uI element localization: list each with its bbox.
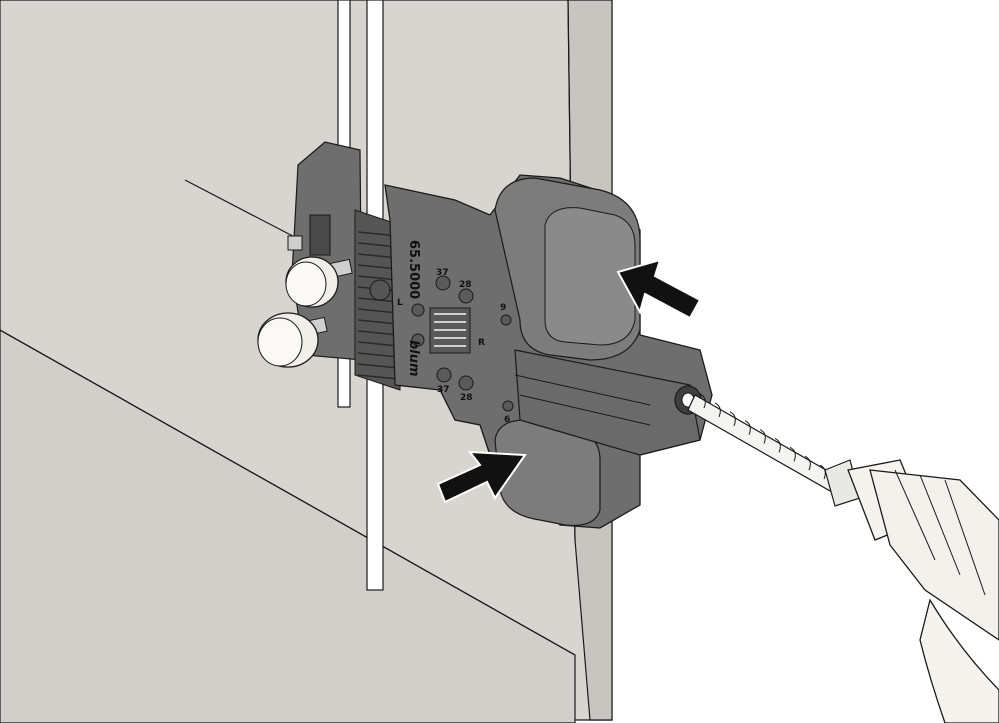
arrow-icon <box>436 450 527 504</box>
rib-line <box>357 308 399 314</box>
drill-flute <box>714 402 721 418</box>
drill-flute <box>774 437 781 453</box>
drilling-jig: 65.5000 blum 37 28 37 28 9 6 L R <box>291 141 713 529</box>
scale-number-3: 37 <box>437 385 450 395</box>
drill-flute <box>729 411 736 426</box>
arrow-icon <box>616 258 702 320</box>
thumb-screw-icon <box>285 256 353 308</box>
drill-bit-icon <box>687 393 841 493</box>
drill-flute <box>789 446 796 462</box>
thumb-screw-icon <box>257 312 328 368</box>
rib-line <box>357 341 399 347</box>
side-number-top: 9 <box>500 303 506 313</box>
drill-flute <box>699 393 706 409</box>
model-number-label: 65.5000 <box>406 240 421 299</box>
drill-flute <box>804 455 811 471</box>
edge-letter-left: L <box>397 298 403 308</box>
brand-label: blum <box>406 340 421 377</box>
rib-line <box>357 374 399 380</box>
scale-number-2: 28 <box>459 280 472 290</box>
rib-line <box>357 319 399 325</box>
set-screw <box>287 235 303 251</box>
rib-line <box>357 330 399 336</box>
edge-letter-right: R <box>478 338 485 348</box>
drill-flute <box>744 420 751 435</box>
rib-line <box>357 352 399 358</box>
drill-holes <box>369 275 514 412</box>
drill-chuck-icon <box>824 459 999 723</box>
drill-flute <box>759 429 766 444</box>
rib-line <box>357 363 399 369</box>
scale-number-1: 37 <box>436 268 449 278</box>
scale-number-4: 28 <box>460 393 473 403</box>
side-number-bottom: 6 <box>504 415 510 425</box>
